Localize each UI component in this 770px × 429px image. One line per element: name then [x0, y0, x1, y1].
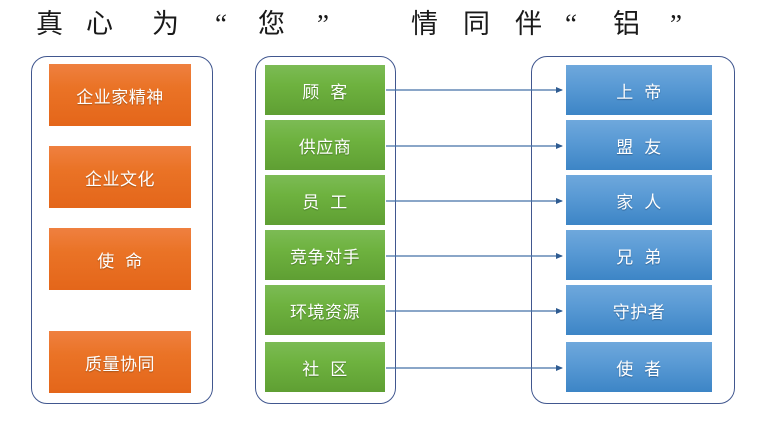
page-title: 真心 为 “ 您 ” 情同伴 “ 铝 ”: [0, 0, 770, 52]
relationship-chip-4[interactable]: 守护者: [566, 285, 712, 335]
title-char-2: 为: [152, 9, 179, 39]
value-chip-label-2: 使 命: [97, 251, 143, 271]
stakeholder-chip-label-4: 环境资源: [290, 302, 360, 322]
title-char-5: ”: [317, 9, 329, 39]
relationship-chip-label-3: 兄 弟: [616, 247, 662, 267]
title-char-4: 您: [258, 9, 285, 39]
stakeholder-chip-label-1: 供应商: [298, 137, 352, 157]
relationship-chip-5[interactable]: 使 者: [566, 342, 712, 392]
value-chip-0[interactable]: 企业家精神: [49, 64, 191, 126]
stakeholder-chip-4[interactable]: 环境资源: [265, 285, 385, 335]
value-chip-2[interactable]: 使 命: [49, 228, 191, 290]
stakeholders-column-container: [255, 56, 396, 404]
title-char-7: 同: [463, 9, 490, 39]
title-char-9: “: [565, 9, 577, 39]
stakeholder-chip-label-5: 社 区: [302, 359, 348, 379]
relationships-column-container: [531, 56, 735, 404]
relationship-chip-label-4: 守护者: [612, 302, 666, 322]
title-char-11: ”: [670, 9, 682, 39]
title-char-6: 情: [411, 9, 438, 39]
relationship-chip-3[interactable]: 兄 弟: [566, 230, 712, 280]
stakeholder-chip-0[interactable]: 顾 客: [265, 65, 385, 115]
stakeholder-chip-5[interactable]: 社 区: [265, 342, 385, 392]
values-column-container: [31, 56, 213, 404]
value-chip-3[interactable]: 质量协同: [49, 331, 191, 393]
title-char-8: 伴: [515, 9, 542, 39]
stakeholder-chip-3[interactable]: 竞争对手: [265, 230, 385, 280]
stakeholder-chip-1[interactable]: 供应商: [265, 120, 385, 170]
value-chip-label-3: 质量协同: [85, 354, 155, 374]
title-char-1: 心: [86, 9, 113, 39]
stakeholder-chip-2[interactable]: 员 工: [265, 175, 385, 225]
stakeholder-chip-label-0: 顾 客: [302, 82, 348, 102]
relationship-chip-label-2: 家 人: [616, 192, 662, 212]
title-char-10: 铝: [613, 9, 640, 39]
relationship-chip-label-5: 使 者: [616, 359, 662, 379]
relationship-chip-label-0: 上 帝: [616, 82, 662, 102]
relationship-chip-2[interactable]: 家 人: [566, 175, 712, 225]
relationship-chip-1[interactable]: 盟 友: [566, 120, 712, 170]
value-chip-1[interactable]: 企业文化: [49, 146, 191, 208]
stakeholder-chip-label-3: 竞争对手: [290, 247, 360, 267]
relationship-chip-0[interactable]: 上 帝: [566, 65, 712, 115]
relationship-chip-label-1: 盟 友: [616, 137, 662, 157]
value-chip-label-0: 企业家精神: [76, 87, 164, 107]
title-char-0: 真: [36, 9, 63, 39]
value-chip-label-1: 企业文化: [85, 169, 155, 189]
title-char-3: “: [215, 9, 227, 39]
stakeholder-chip-label-2: 员 工: [302, 192, 348, 212]
